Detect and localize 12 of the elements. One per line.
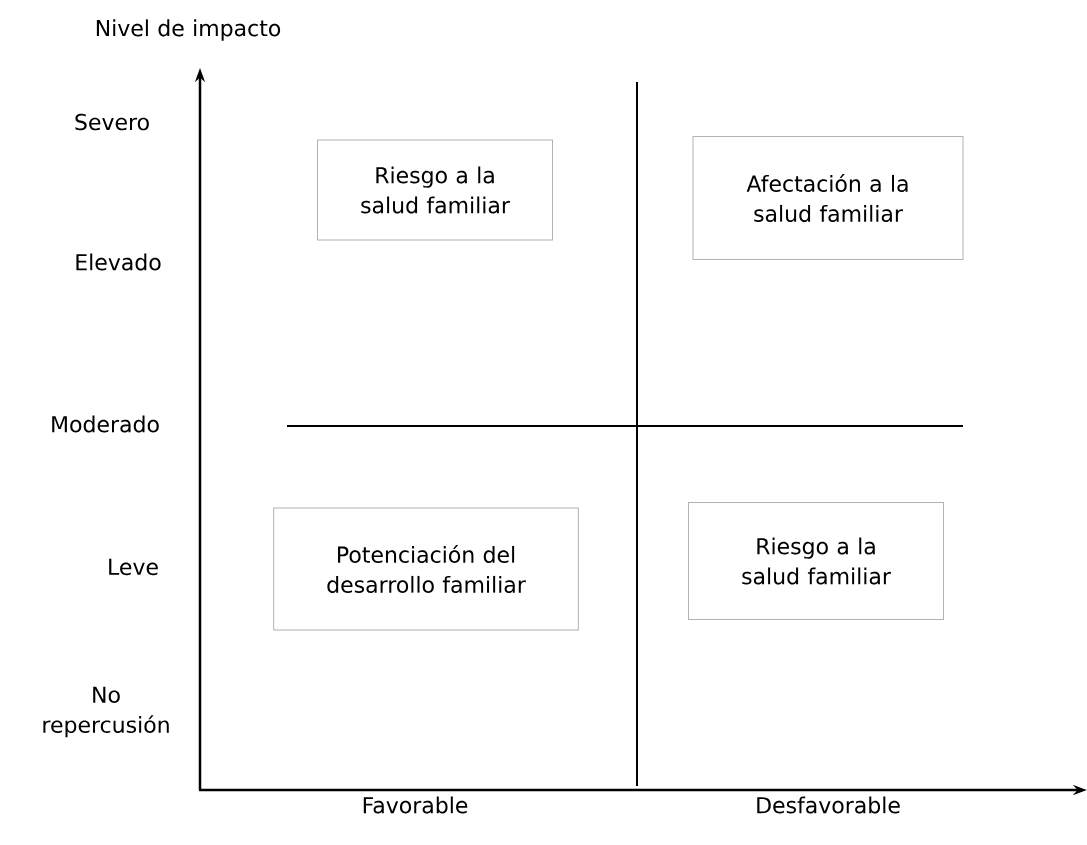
- axis-title: Nivel de impacto: [96, 19, 281, 41]
- text-box: Riesgo a la salud familiar: [317, 139, 553, 241]
- text-box: Riesgo a la salud familiar: [688, 502, 944, 620]
- axis-tick-label: Severo: [75, 113, 149, 131]
- axis-tick-label: No repercusión: [43, 686, 169, 738]
- text-box: Potenciación del desarrollo familiar: [273, 507, 579, 631]
- axis-tick-label: Favorable: [363, 796, 468, 814]
- axis-tick-label: Moderado: [52, 415, 159, 433]
- text-box: Afectación a la salud familiar: [692, 136, 964, 260]
- axis-tick-label: Leve: [109, 558, 158, 576]
- axis-tick-label: Desfavorable: [757, 796, 900, 814]
- axis-tick-label: Elevado: [76, 253, 161, 271]
